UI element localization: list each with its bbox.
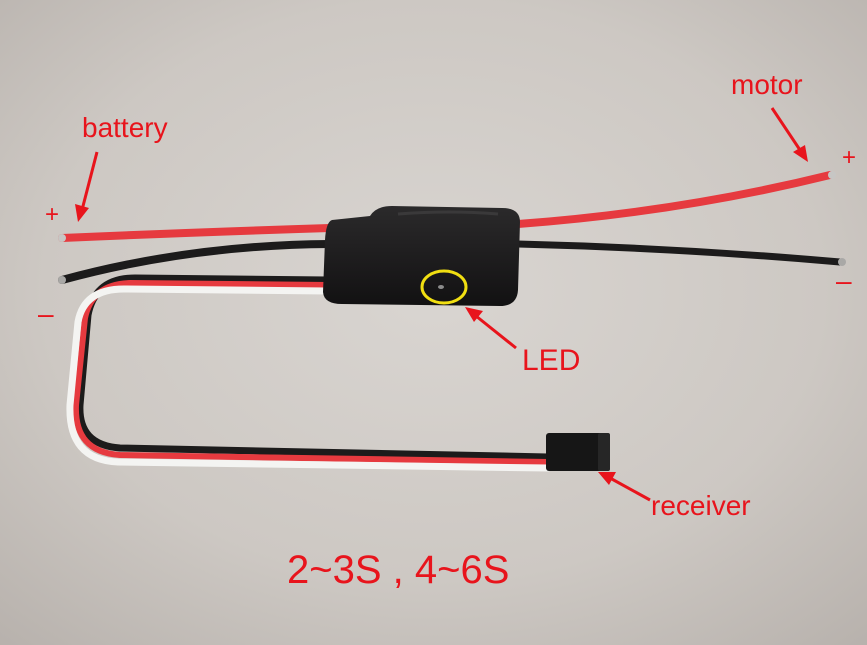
led-dot bbox=[438, 285, 444, 289]
motor-minus-label: – bbox=[836, 265, 852, 296]
battery-label: battery bbox=[82, 112, 168, 143]
esc-highlight bbox=[397, 210, 499, 216]
motor-label: motor bbox=[731, 69, 803, 100]
motor-plus-tip bbox=[828, 171, 836, 179]
motor-minus-tip bbox=[838, 258, 846, 266]
servo-wire-black bbox=[76, 274, 552, 461]
battery-wire-red bbox=[58, 224, 334, 242]
arrow-led bbox=[465, 307, 517, 350]
arrow-motor bbox=[770, 107, 808, 162]
esc-body bbox=[323, 206, 520, 306]
motor-wire-red bbox=[514, 171, 834, 228]
receiver-label: receiver bbox=[651, 490, 751, 521]
arrow-battery bbox=[75, 151, 99, 222]
arrow-receiver bbox=[598, 472, 651, 502]
servo-connector bbox=[546, 433, 610, 471]
servo-wire-red bbox=[72, 279, 551, 465]
battery-wire-black bbox=[58, 240, 334, 284]
servo-connector-edge bbox=[598, 433, 610, 471]
servo-wire-white bbox=[66, 285, 552, 472]
battery-minus-tip bbox=[58, 276, 66, 284]
motor-wire-black bbox=[514, 240, 844, 266]
motor-plus-label: + bbox=[842, 144, 857, 171]
battery-minus-label: – bbox=[38, 298, 54, 329]
spec-label: 2~3S , 4~6S bbox=[287, 548, 510, 592]
battery-plus-tip bbox=[58, 234, 66, 242]
led-highlight-circle bbox=[420, 269, 468, 305]
led-label: LED bbox=[522, 344, 581, 377]
battery-plus-label: + bbox=[45, 201, 60, 228]
